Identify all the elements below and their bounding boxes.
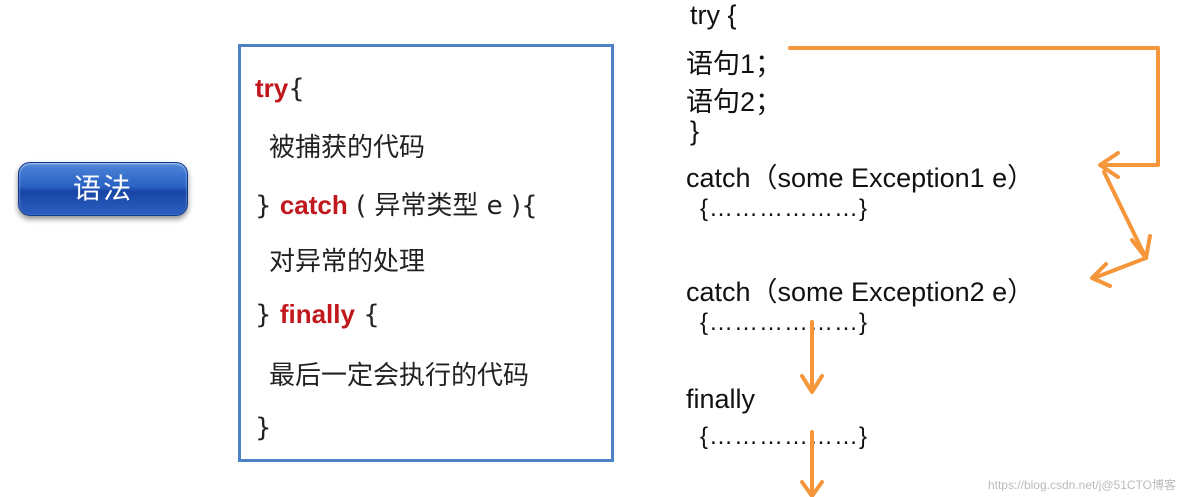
watermark: https://blog.csdn.net/j@51CTO博客 (987, 478, 1176, 492)
flow-try-close: } (690, 116, 700, 146)
catch-keyword: catch (279, 190, 348, 220)
arrowhead-finally-down (800, 480, 824, 497)
code-end-brace: } (255, 413, 272, 443)
try-keyword: try (255, 73, 289, 103)
arrowhead-catch1-down (1130, 234, 1152, 260)
try-line: try{ (255, 73, 305, 104)
flow-finally-body: {………………} (700, 423, 869, 450)
flow-catch-1: catch（some Exception1 e） (686, 163, 1035, 193)
finally-keyword: finally (279, 299, 355, 329)
finally-body: 最后一定会执行的代码 (269, 361, 530, 391)
flow-catch-1-body: {………………} (700, 195, 869, 222)
flow-catch-2: catch（some Exception2 e） (686, 277, 1035, 307)
flow-catch-2-body: {………………} (700, 309, 869, 336)
arrow-catch1-to-catch2 (1092, 170, 1148, 280)
try-body: 被捕获的代码 (269, 133, 426, 163)
flow-statement-1: 语句1； (686, 49, 783, 79)
syntax-badge: 语法 (18, 162, 188, 216)
flow-finally: finally (686, 384, 756, 414)
try-open-brace: { (288, 74, 305, 104)
flow-try: try { (690, 0, 737, 30)
arrowhead-catch2 (1090, 262, 1112, 288)
arrowhead-finally (800, 374, 824, 394)
catch-line: } catch ( 异常类型 e ){ (255, 185, 538, 222)
arrowhead-catch1 (1098, 151, 1120, 179)
finally-close-brace: } (255, 300, 272, 330)
arrow-try-to-catch1 (788, 46, 1160, 167)
catch-body: 对异常的处理 (269, 247, 426, 277)
catch-params: ( 异常类型 e ){ (347, 191, 538, 221)
catch-close-brace: } (255, 191, 272, 221)
flow-statement-2: 语句2； (686, 87, 783, 117)
syntax-code-box: try{ 被捕获的代码 } catch ( 异常类型 e ){ 对异常的处理 }… (238, 44, 614, 462)
finally-open-brace: { (354, 300, 380, 330)
finally-line: } finally { (255, 299, 380, 330)
